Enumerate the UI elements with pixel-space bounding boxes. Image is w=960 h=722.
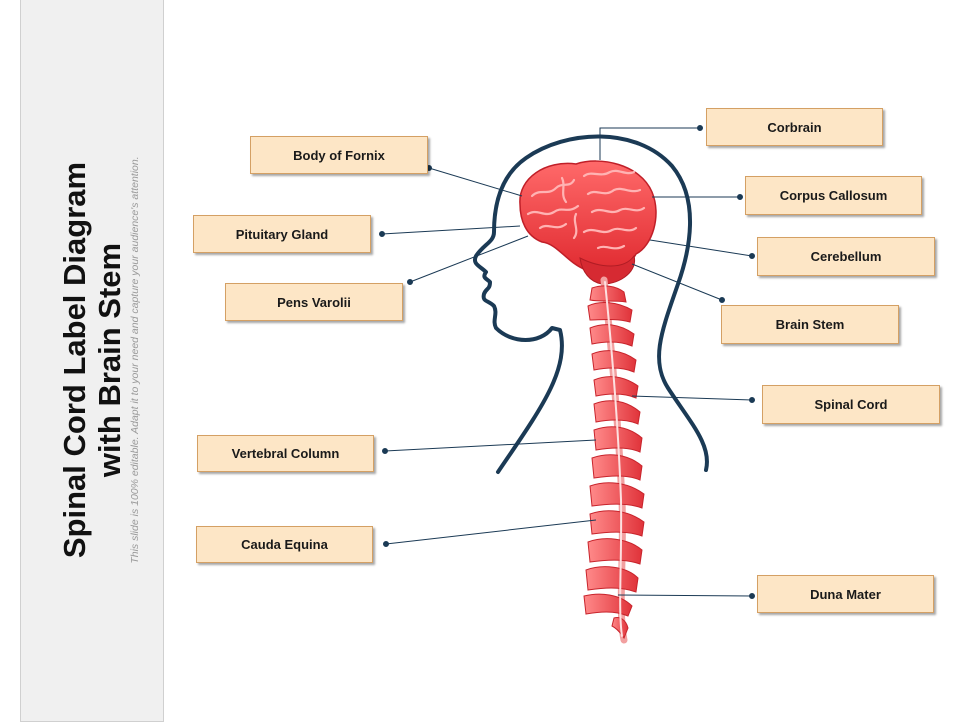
brain-icon xyxy=(519,160,657,285)
label-pituitary-gland: Pituitary Gland xyxy=(193,215,371,253)
label-text: Corbrain xyxy=(767,119,822,135)
label-vertebral-column: Vertebral Column xyxy=(197,435,374,472)
label-text: Cauda Equina xyxy=(241,537,328,552)
label-pens-varolii: Pens Varolii xyxy=(225,283,403,321)
label-text: Cerebellum xyxy=(810,249,882,264)
label-corpus-callosum: Corpus Callosum xyxy=(745,176,922,215)
label-text: Brain Stem xyxy=(775,317,845,332)
title-panel xyxy=(20,0,164,722)
label-spinal-cord: Spinal Cord xyxy=(762,385,940,424)
label-text: Corpus Callosum xyxy=(779,188,888,203)
label-text: Pens Varolii xyxy=(277,294,351,310)
label-corbrain: Corbrain xyxy=(706,108,883,146)
label-text: Body of Fornix xyxy=(293,147,385,163)
label-text: Spinal Cord xyxy=(814,397,888,412)
spine-icon xyxy=(583,276,645,644)
label-text: Pituitary Gland xyxy=(235,226,329,242)
label-text: Duna Mater xyxy=(810,586,881,602)
label-text: Vertebral Column xyxy=(231,446,340,461)
label-body-of-fornix: Body of Fornix xyxy=(250,136,428,174)
label-duna-mater: Duna Mater xyxy=(757,575,934,613)
label-brain-stem: Brain Stem xyxy=(721,305,899,344)
label-cauda-equina: Cauda Equina xyxy=(196,526,373,563)
label-cerebellum: Cerebellum xyxy=(757,237,935,276)
